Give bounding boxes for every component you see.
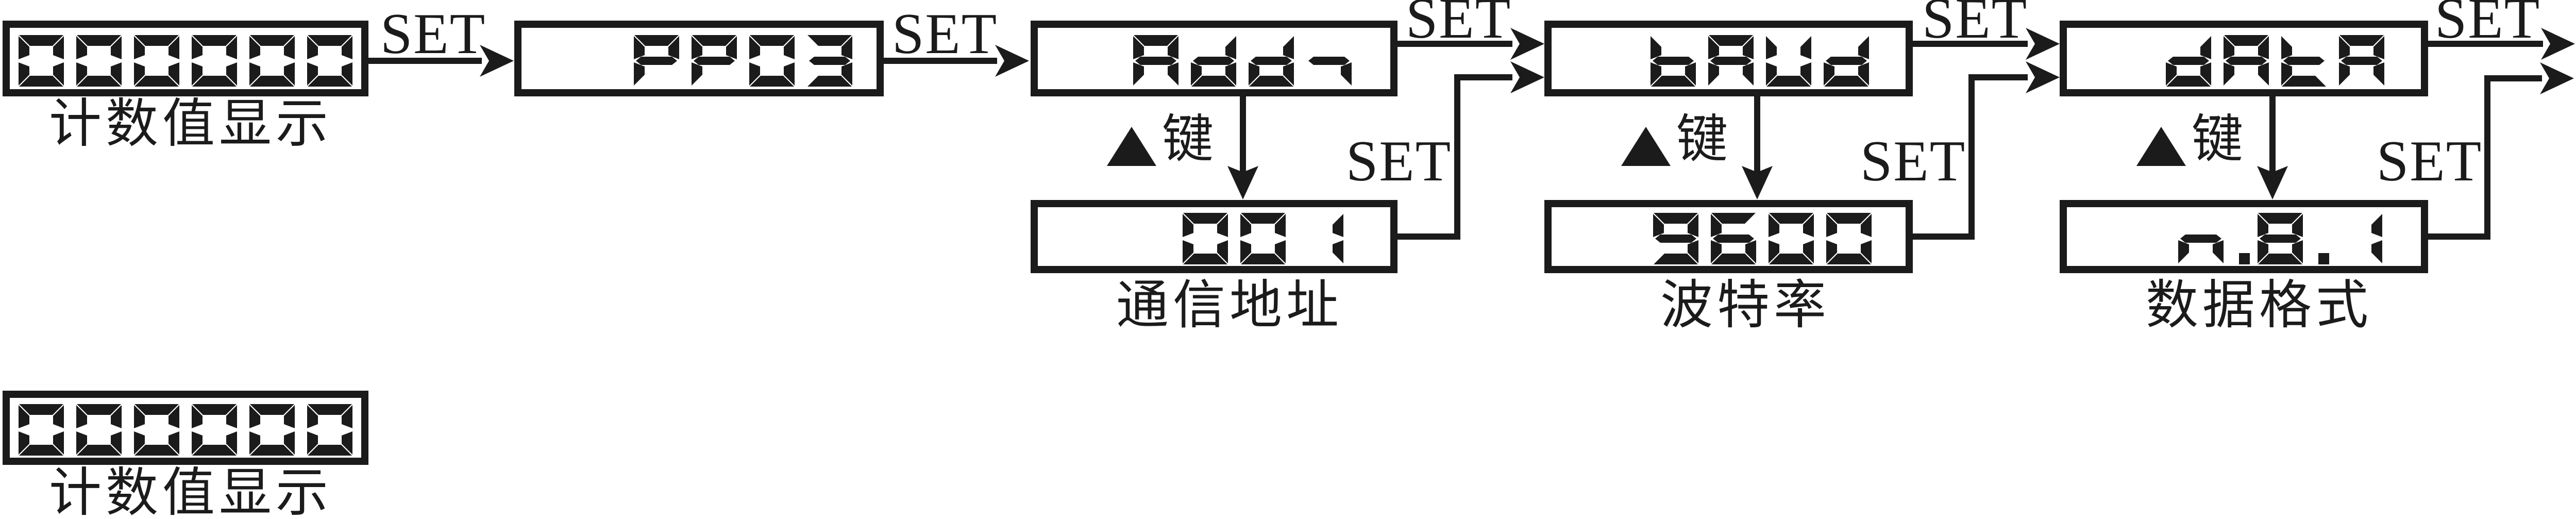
param-data-digits — [2166, 35, 2384, 89]
caption-count-bottom: 计数值显示 — [49, 464, 332, 519]
param-data-display-box — [2060, 21, 2428, 96]
set-arrowhead-3 — [1510, 28, 1544, 60]
set-feedback-arrowhead-addr — [1510, 61, 1544, 93]
set-arrowhead-4 — [2026, 28, 2060, 60]
up-key-label-baud: 键 — [1676, 111, 1728, 168]
set-label-2: SET — [892, 2, 998, 66]
set-label-1: SET — [380, 2, 486, 66]
set-feedback-line-data — [2428, 75, 2542, 240]
caption-count-top: 计数值显示 — [49, 95, 332, 154]
set-label-5: SET — [2435, 0, 2541, 51]
set-feedback-line-baud — [1913, 74, 2028, 240]
set-label-3: SET — [1406, 0, 1512, 51]
up-key-triangle-icon-data — [2136, 127, 2186, 166]
set-arrowhead-5 — [2541, 28, 2575, 60]
value-baud-digits — [1653, 213, 1872, 267]
set-feedback-line-addr — [1398, 74, 1512, 240]
param-addr-display-box — [1031, 21, 1398, 96]
caption-baud-rate: 波特率 — [1660, 277, 1830, 335]
param-addr-digits — [1133, 35, 1352, 89]
caption-data-format: 数据格式 — [2146, 277, 2372, 335]
param-baud-display-box — [1544, 21, 1913, 96]
set-label-baud-confirm: SET — [1860, 129, 1966, 193]
caption-comm-address: 通信地址 — [1116, 277, 1343, 335]
set-arrowhead-1 — [480, 45, 514, 77]
count-display-bottom-box — [3, 391, 368, 465]
up-key-arrowhead-addr — [1227, 166, 1258, 199]
value-baud-display-box — [1544, 200, 1913, 273]
menu-code-digits — [634, 35, 852, 89]
count-display-top-box — [3, 21, 368, 96]
count-display-top-digits — [19, 35, 352, 89]
value-addr-display-box — [1031, 200, 1398, 273]
count-display-bottom-digits — [19, 404, 352, 458]
value-addr-digits — [1183, 213, 1343, 267]
value-data-display-box — [2060, 200, 2428, 273]
set-arrowhead-2 — [995, 45, 1029, 77]
value-data-digits — [2178, 213, 2382, 267]
set-label-4: SET — [1922, 0, 2028, 51]
menu-code-display-box — [514, 21, 884, 96]
set-label-addr-confirm: SET — [1346, 129, 1452, 193]
up-key-triangle-icon-baud — [1621, 127, 1671, 166]
up-key-arrowhead-baud — [1742, 166, 1773, 199]
set-feedback-arrowhead-baud — [2026, 61, 2060, 93]
up-key-label-data: 键 — [2192, 111, 2243, 168]
param-baud-digits — [1651, 35, 1869, 89]
up-key-arrowhead-data — [2257, 166, 2288, 199]
set-label-data-confirm: SET — [2377, 129, 2483, 193]
up-key-label-addr: 键 — [1162, 111, 1214, 168]
up-key-triangle-icon-addr — [1107, 127, 1156, 166]
set-feedback-arrowhead-data — [2540, 62, 2574, 94]
